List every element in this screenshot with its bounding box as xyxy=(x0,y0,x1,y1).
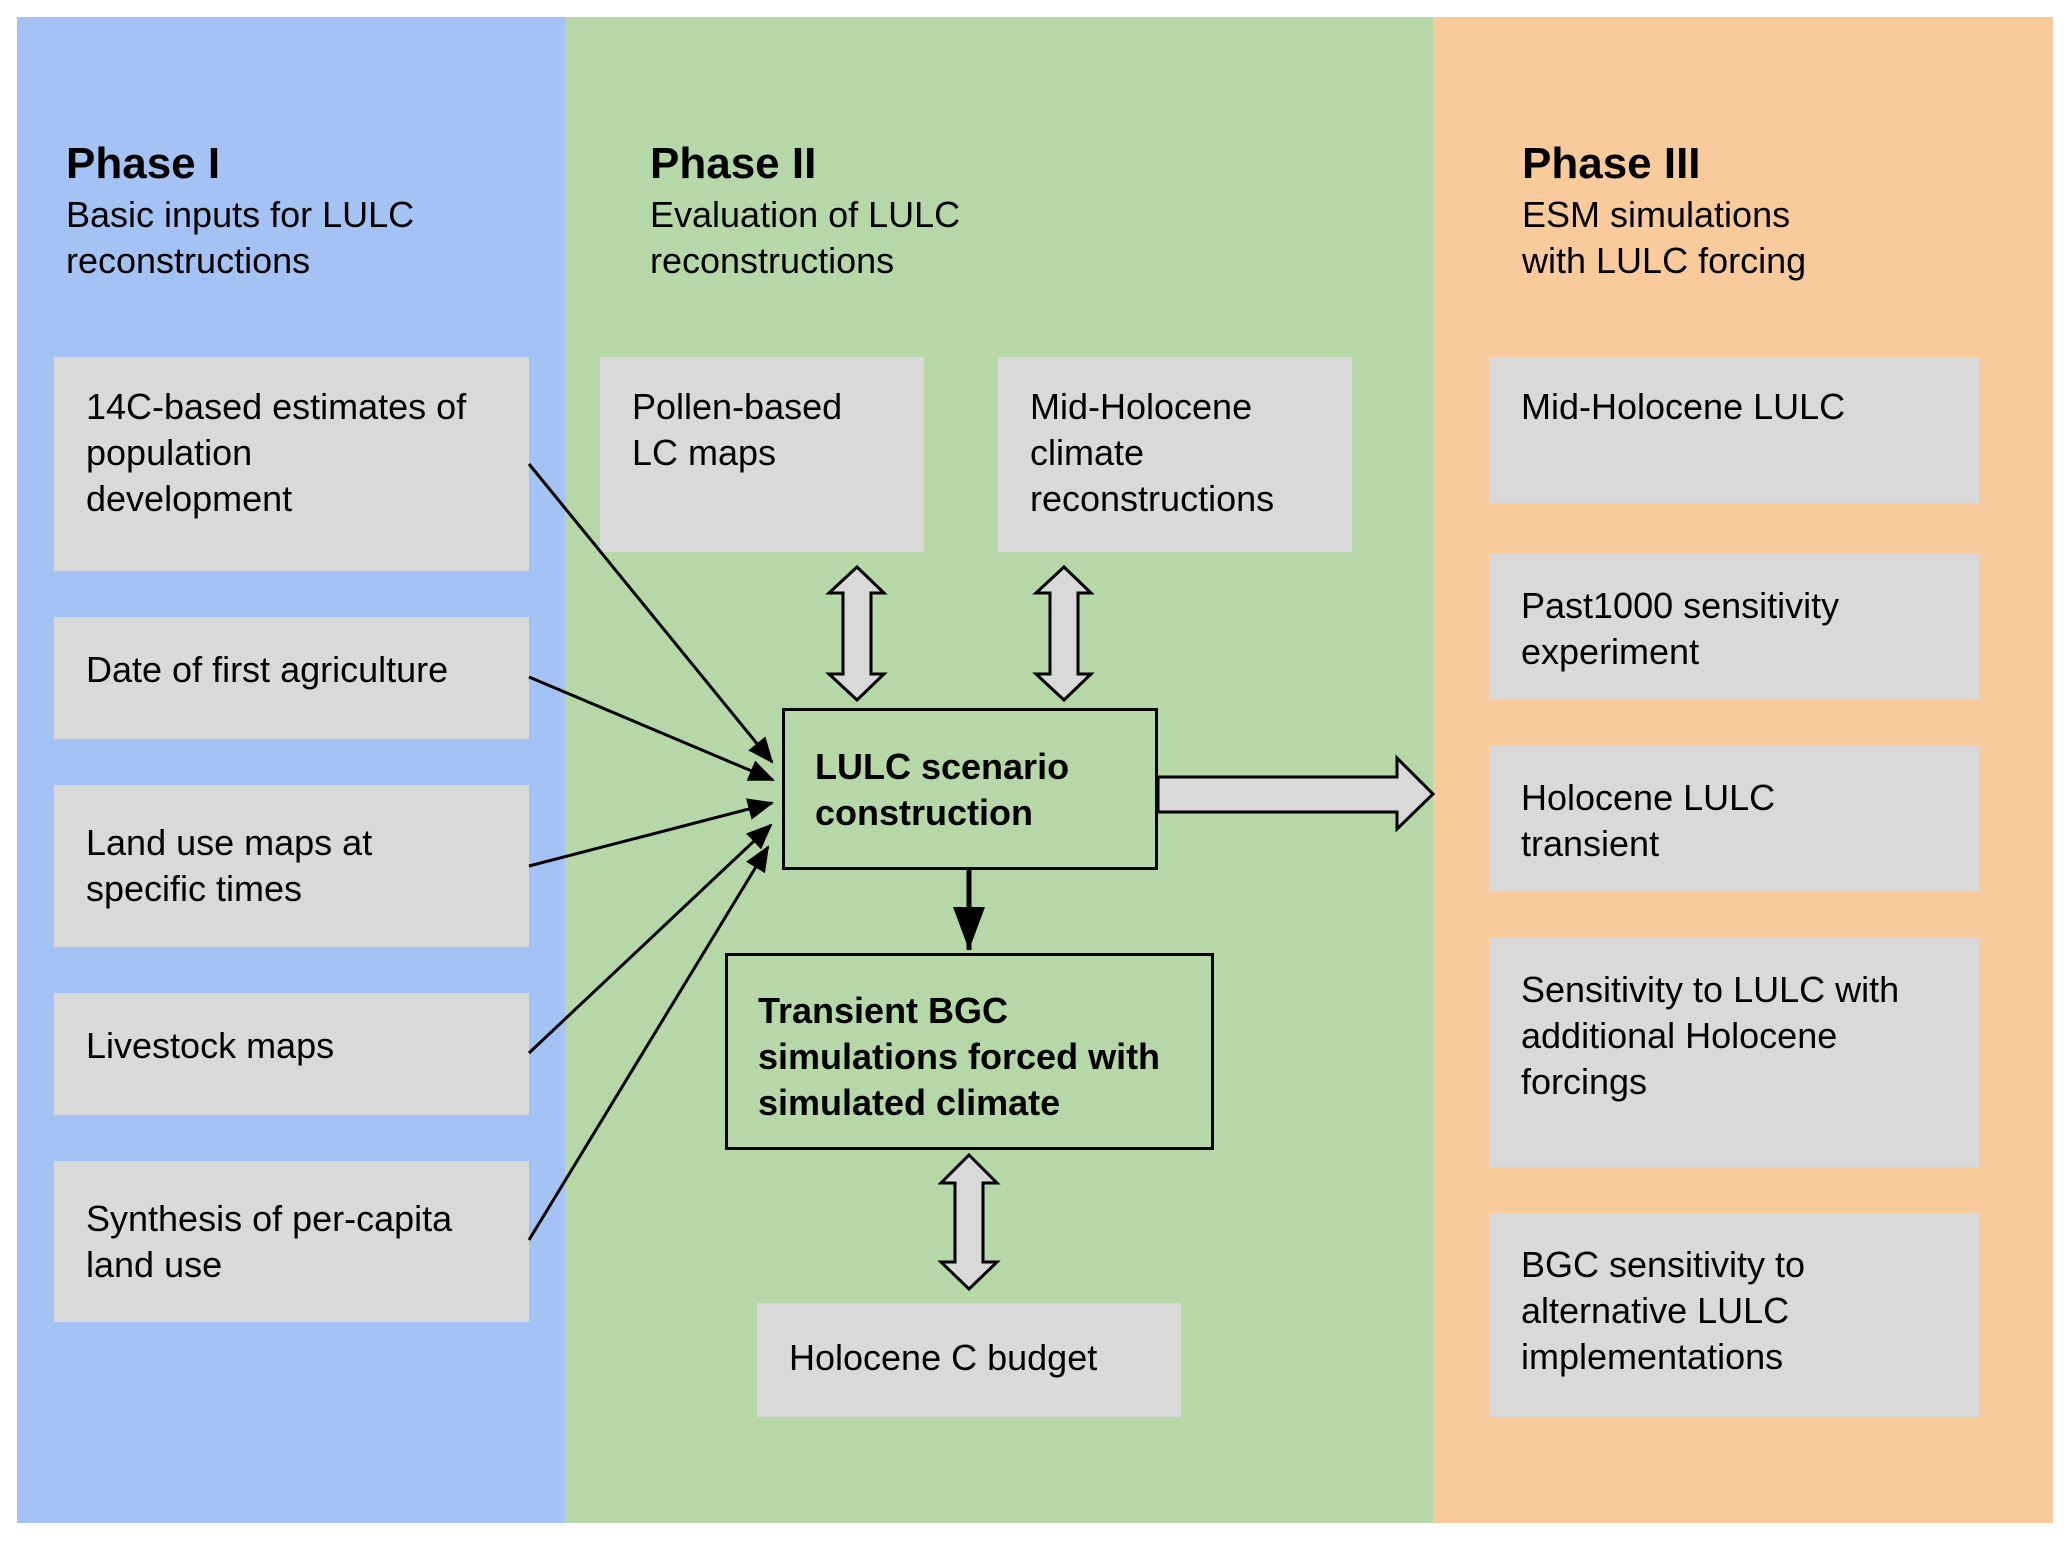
evaluation-box-label: Mid-Holocene climate reconstructions xyxy=(1030,386,1275,519)
input-box-label: Land use maps at specific times xyxy=(86,822,373,909)
process-box-lulc-scenario-construction: LULC scenario construction xyxy=(782,708,1158,870)
simulation-box-label: Mid-Holocene LULC xyxy=(1521,386,1846,427)
evaluation-box-holocene-c-budget: Holocene C budget xyxy=(757,1303,1181,1417)
simulation-box-holocene-lulc-transient: Holocene LULC transient xyxy=(1489,746,1979,892)
process-box-label: Transient BGC simulations forced with si… xyxy=(758,990,1161,1123)
input-box-label: Date of first agriculture xyxy=(86,649,449,690)
simulation-box-label: Past1000 sensitivity experiment xyxy=(1521,585,1840,672)
phase-1-title: Phase I xyxy=(66,139,221,188)
phase-2-title: Phase II xyxy=(650,139,817,188)
evaluation-box-label: Holocene C budget xyxy=(789,1337,1098,1378)
process-box-transient-bgc-simulations: Transient BGC simulations forced with si… xyxy=(725,953,1214,1150)
input-box-label: 14C-based estimates of population develo… xyxy=(86,386,467,519)
simulation-box-bgc-sensitivity: BGC sensitivity to alternative LULC impl… xyxy=(1489,1213,1979,1417)
phase-3-subtitle: ESM simulations with LULC forcing xyxy=(1522,194,1807,281)
evaluation-box-mid-holocene-climate: Mid-Holocene climate reconstructions xyxy=(998,357,1352,552)
simulation-box-mid-holocene-lulc: Mid-Holocene LULC xyxy=(1489,357,1979,503)
input-box-first-agriculture: Date of first agriculture xyxy=(54,617,529,739)
phase-2-subtitle: Evaluation of LULC reconstructions xyxy=(650,194,961,281)
evaluation-box-label: Pollen-based LC maps xyxy=(632,386,843,473)
input-box-label: Livestock maps xyxy=(86,1025,335,1066)
phase-1-subtitle: Basic inputs for LULC reconstructions xyxy=(66,194,415,281)
input-box-livestock-maps: Livestock maps xyxy=(54,993,529,1115)
process-box-label: LULC scenario construction xyxy=(815,746,1070,833)
simulation-box-sensitivity-additional-forcings: Sensitivity to LULC with additional Holo… xyxy=(1489,938,1979,1167)
input-box-label: Synthesis of per-capita land use xyxy=(86,1198,453,1285)
input-box-per-capita-land-use: Synthesis of per-capita land use xyxy=(54,1161,529,1322)
phase-3-title: Phase III xyxy=(1522,139,1701,188)
input-box-14c-population: 14C-based estimates of population develo… xyxy=(54,357,529,571)
input-box-land-use-maps: Land use maps at specific times xyxy=(54,785,529,947)
simulation-box-label: Sensitivity to LULC with additional Holo… xyxy=(1521,969,1900,1102)
evaluation-box-pollen-lc-maps: Pollen-based LC maps xyxy=(600,357,924,552)
simulation-box-past1000-sensitivity: Past1000 sensitivity experiment xyxy=(1489,554,1979,700)
simulation-box-label: Holocene LULC transient xyxy=(1521,777,1776,864)
simulation-box-label: BGC sensitivity to alternative LULC impl… xyxy=(1521,1244,1806,1377)
